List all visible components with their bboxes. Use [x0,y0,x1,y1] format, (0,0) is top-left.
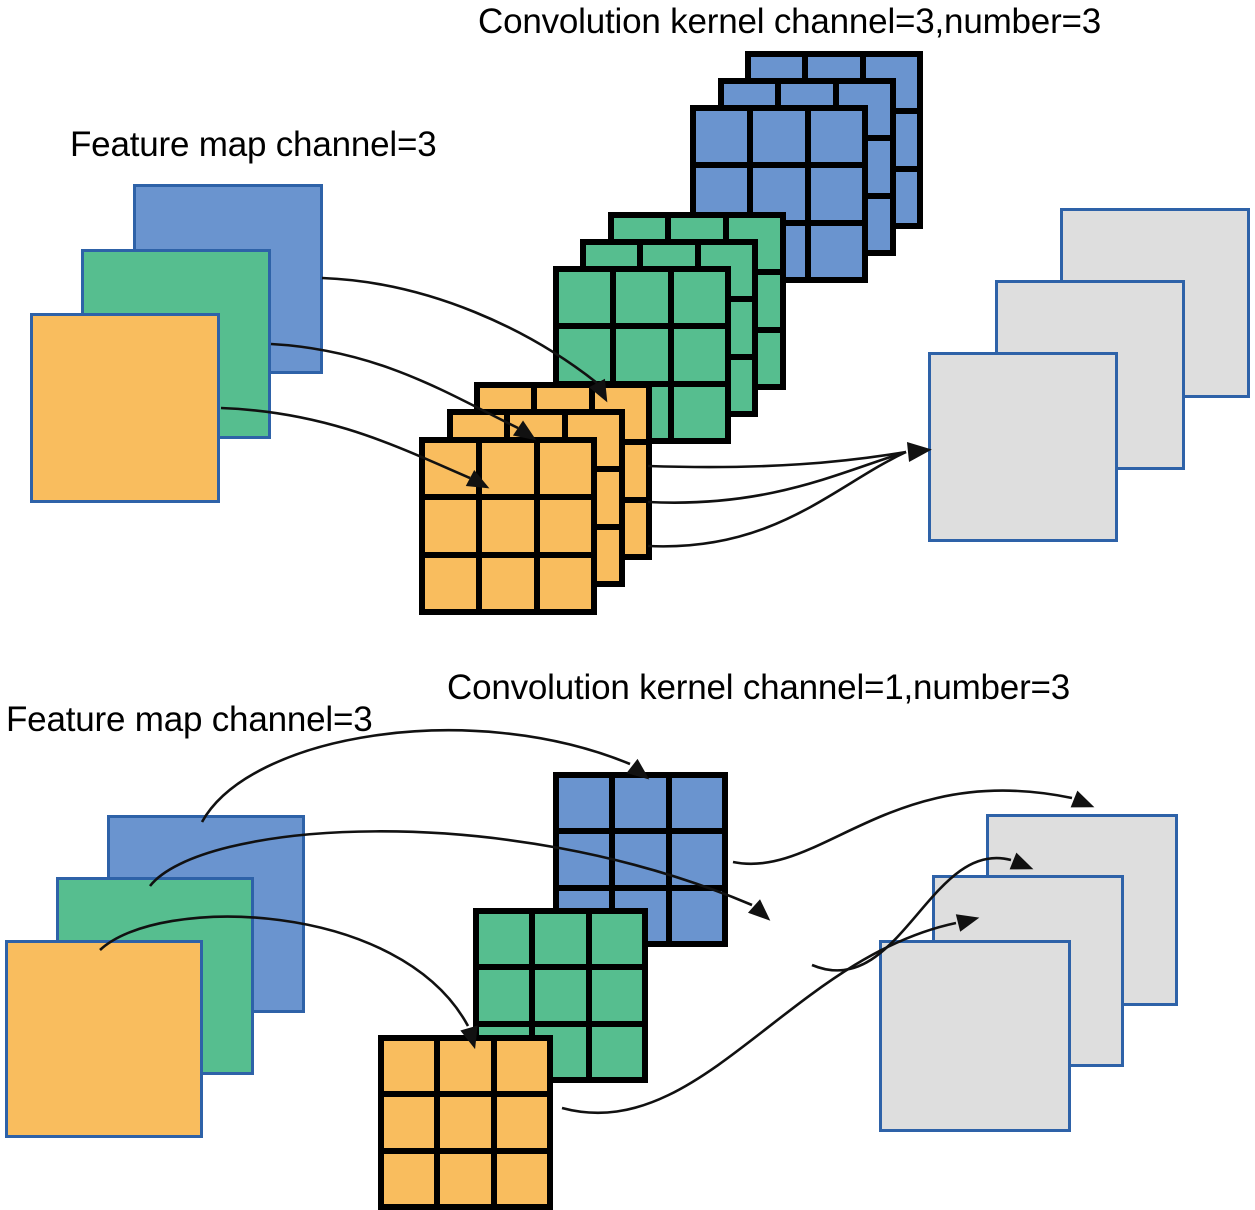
arrow-top-out-1 [647,450,907,469]
top-output-arrows [647,442,932,548]
feature-map-label-top: Feature map channel=3 [70,125,437,164]
arrow-top-out-2 [647,450,907,504]
arrowhead-bottom-2 [747,899,771,921]
arrowhead-bottom-out-1 [1070,790,1095,808]
top-output-front [928,352,1118,542]
top-kernel-orange-layer1 [419,437,597,615]
feature-map-label-bottom: Feature map channel=3 [6,700,373,739]
top-feature-map-orange [30,313,220,503]
title-bottom: Convolution kernel channel=1,number=3 [447,668,1071,707]
bottom-output-front [879,940,1071,1132]
title-top: Convolution kernel channel=3,number=3 [478,2,1102,41]
bottom-feature-map-orange [5,940,203,1138]
arrow-top-out-3 [647,450,907,548]
bottom-kernel-orange [378,1035,553,1210]
